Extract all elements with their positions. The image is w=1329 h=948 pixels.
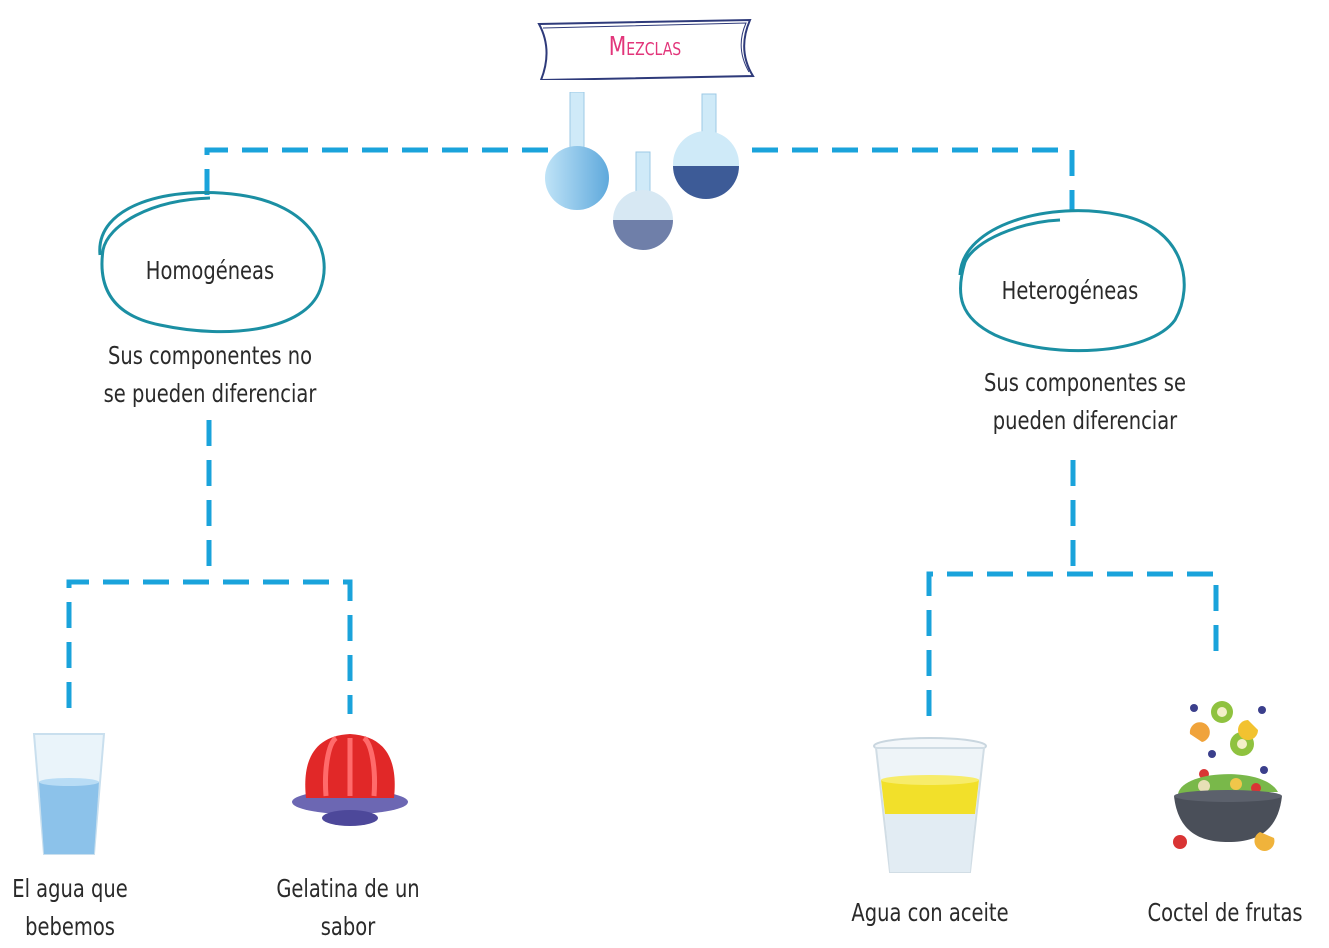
example-caption-agua: El agua que bebemos xyxy=(0,870,156,946)
title-text: Mezclas xyxy=(608,32,682,62)
flasks-icon xyxy=(545,92,739,250)
fruit-salad-icon xyxy=(1173,701,1282,851)
connector-left-top xyxy=(204,147,548,195)
description-homogeneas: Sus componentes no se pueden diferenciar xyxy=(77,337,342,413)
jelly-icon xyxy=(292,734,408,826)
oil-water-cup-icon xyxy=(873,737,987,873)
description-heterogeneas-line2: pueden diferenciar xyxy=(992,406,1178,435)
ellipse-heterogeneas xyxy=(958,209,1186,353)
ellipse-homogeneas xyxy=(98,191,326,334)
branch-label-homogeneas: Homogéneas xyxy=(145,256,275,285)
example-caption-gelatina-line2: sabor xyxy=(320,912,376,941)
connector-right-fork xyxy=(926,571,1219,716)
example-caption-agua-line2: bebemos xyxy=(25,912,115,941)
connector-right-top xyxy=(752,147,1075,210)
title-banner-shape xyxy=(537,18,755,80)
example-caption-gelatina: Gelatina de un sabor xyxy=(254,870,441,946)
title-banner: Mezclas xyxy=(535,18,755,80)
description-heterogeneas: Sus componentes se pueden diferenciar xyxy=(952,364,1217,440)
description-homogeneas-line2: se pueden diferenciar xyxy=(103,379,317,408)
description-heterogeneas-line1: Sus componentes se xyxy=(984,368,1186,397)
water-glass-icon xyxy=(32,733,106,855)
example-caption-coctel: Coctel de frutas xyxy=(1147,898,1303,927)
description-homogeneas-line1: Sus componentes no xyxy=(107,341,313,370)
example-caption-agua-line1: El agua que xyxy=(12,874,128,903)
branch-label-heterogeneas: Heterogéneas xyxy=(1001,276,1139,305)
example-caption-gelatina-line1: Gelatina de un xyxy=(276,874,420,903)
connector-left-fork xyxy=(66,579,353,714)
example-caption-agua-aceite: Agua con aceite xyxy=(851,898,1009,927)
